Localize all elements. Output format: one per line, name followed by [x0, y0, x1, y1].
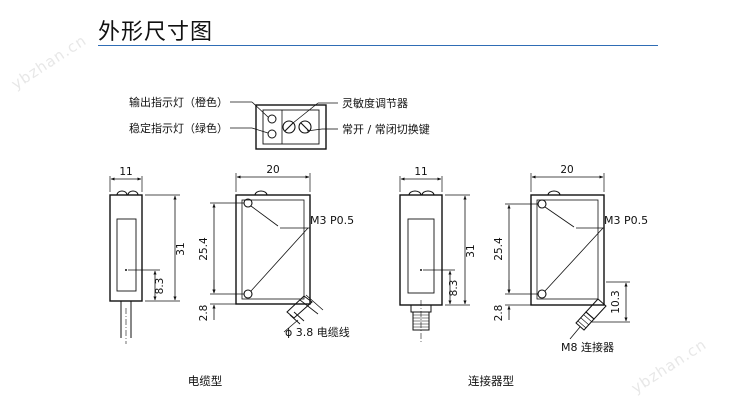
mount-hole-icon	[537, 199, 547, 209]
dim-connector-height-8-3: 8.3	[448, 280, 460, 297]
label-output-indicator: 输出指示灯（橙色）	[129, 95, 228, 109]
label-stable-indicator: 稳定指示灯（绿色）	[129, 121, 228, 135]
dim-connector-offset-2-8: 2.8	[493, 305, 505, 322]
label-sensitivity-adjuster: 灵敏度调节器	[342, 96, 408, 110]
dim-cable-front-width: 20	[266, 164, 279, 176]
dim-connector-height-25-4: 25.4	[493, 237, 505, 261]
connector-side-view: 11 31 8.3	[399, 166, 477, 344]
dim-connector-side-width: 11	[414, 166, 427, 178]
cable-side-view: 11 31 8.3	[109, 166, 187, 344]
label-no-nc-switch: 常开 / 常闭切换键	[342, 122, 430, 136]
no-nc-switch-icon	[298, 120, 312, 134]
label-cable-thread: M3 P0.5	[310, 214, 354, 227]
caption-connector-type: 连接器型	[468, 374, 514, 388]
label-connector-thread: M3 P0.5	[604, 214, 648, 227]
dim-cable-height-31: 31	[175, 242, 187, 255]
mount-hole-icon	[243, 289, 253, 299]
label-cable-diameter: ϕ 3.8 电缆线	[285, 325, 350, 339]
dim-cable-height-8-3: 8.3	[154, 278, 166, 295]
dim-connector-front-width: 20	[560, 164, 573, 176]
output-indicator-icon	[267, 114, 277, 124]
dim-connector-height-10-3: 10.3	[610, 290, 622, 313]
dim-cable-side-width: 11	[119, 166, 132, 178]
dim-cable-offset-2-8: 2.8	[198, 305, 210, 322]
top-view-body	[255, 104, 327, 150]
title-rule	[98, 45, 658, 46]
caption-cable-type: 电缆型	[188, 374, 223, 388]
cable-front-view: M3 P0.5 ϕ 3.8 电缆线 20 25.4 2.8	[198, 164, 354, 339]
page-title: 外形尺寸图	[98, 20, 214, 45]
mount-hole-icon	[537, 289, 547, 299]
dim-cable-height-25-4: 25.4	[198, 237, 210, 261]
stable-indicator-icon	[267, 129, 277, 139]
dim-connector-height-31: 31	[465, 244, 477, 257]
top-view: 输出指示灯（橙色） 稳定指示灯（绿色） 灵敏度调节器 常开 / 常闭切换键	[129, 95, 430, 150]
sensitivity-adjuster-icon	[282, 120, 296, 134]
top-view-panel	[262, 109, 320, 145]
connector-front-view: M3 P0.5 10.3 M8 连接器 20 25.4 2.8	[493, 164, 648, 354]
label-m8-connector: M8 连接器	[561, 341, 614, 354]
